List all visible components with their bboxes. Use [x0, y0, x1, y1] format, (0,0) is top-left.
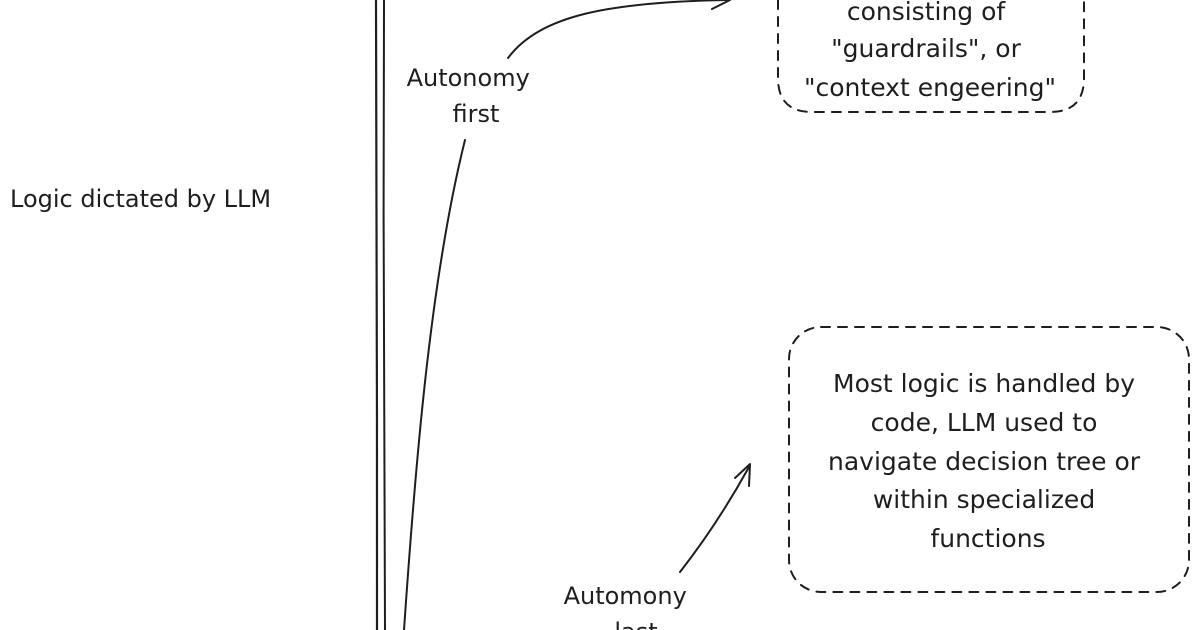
bottom-box-text: Most logic is handled by code, LLM used …	[828, 369, 1148, 553]
top-box-text: consisting of "guardrails", or "context …	[804, 0, 1056, 102]
axis-label: Logic dictated by LLM	[10, 185, 271, 213]
vertical-axis	[374, 0, 386, 630]
top-arrow-head	[711, 0, 731, 10]
autonomy-first-label: Autonomy first	[407, 64, 538, 128]
bottom-arrow	[679, 463, 751, 573]
top-dashed-box	[777, 0, 1085, 113]
automony-last-label: Automony last	[564, 582, 695, 630]
autonomy-first-curve	[403, 0, 729, 630]
bottom-dashed-box	[788, 326, 1190, 593]
